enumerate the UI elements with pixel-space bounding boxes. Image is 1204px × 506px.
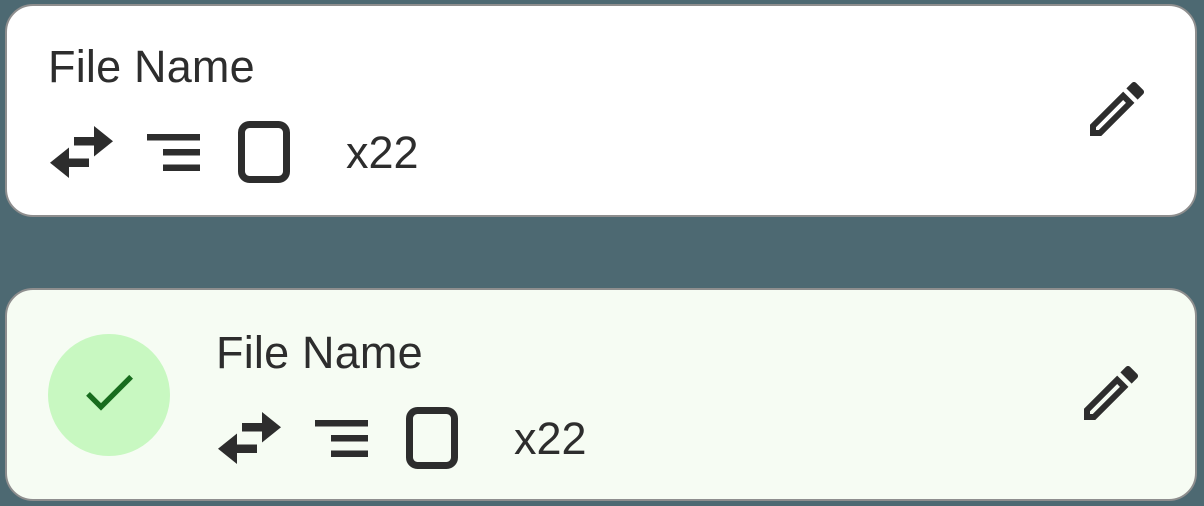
swap-arrows-icon: [216, 409, 281, 467]
file-card-content: File Name: [7, 6, 1081, 215]
edit-button[interactable]: [1075, 357, 1147, 432]
swap-arrows-icon: [48, 123, 113, 181]
file-name-label: File Name: [48, 41, 255, 92]
page-count-label: x22: [346, 126, 419, 178]
page-outline-icon: [368, 407, 458, 469]
pencil-icon: [1081, 73, 1153, 148]
edit-button[interactable]: [1081, 73, 1153, 148]
selected-check-circle[interactable]: [48, 333, 170, 456]
page-outline-icon: [200, 121, 290, 183]
checkmark-icon: [77, 360, 141, 429]
pencil-icon: [1075, 357, 1147, 432]
file-name-label: File Name: [216, 327, 423, 378]
file-meta-row: x22: [216, 406, 1075, 470]
sort-lines-icon: [281, 419, 368, 457]
sort-lines-icon: [113, 133, 200, 171]
page-count-label: x22: [514, 412, 587, 464]
file-card-selected[interactable]: File Name: [5, 288, 1197, 501]
file-meta-row: x22: [48, 120, 1081, 184]
file-card[interactable]: File Name: [5, 4, 1197, 217]
file-card-content: File Name: [170, 290, 1075, 499]
